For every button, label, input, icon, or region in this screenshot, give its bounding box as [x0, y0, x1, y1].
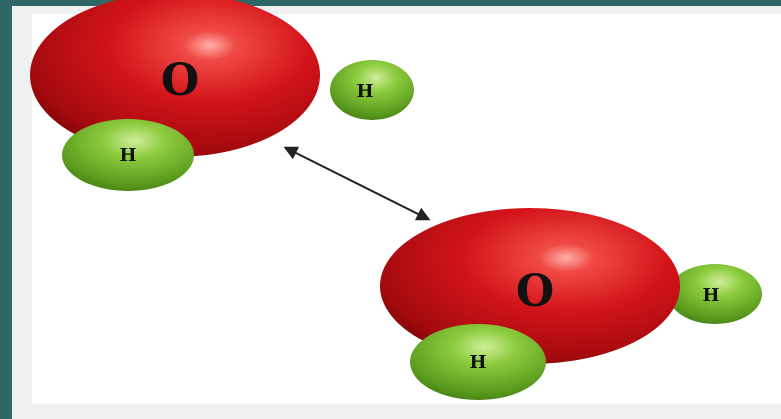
hydrogen-atom-2-right — [668, 264, 762, 324]
hydrogen-atom-2-bottom — [410, 324, 546, 400]
oxygen-atom-2 — [380, 208, 680, 364]
oxygen-atom-1 — [30, 0, 320, 157]
hydrogen-label-1-right: H — [356, 81, 373, 102]
hydrogen-atom-1-right — [330, 60, 414, 120]
double-headed-arrow — [283, 146, 431, 221]
hydrogen-label-1-bottom: H — [119, 145, 136, 166]
water-molecule-2: O H H — [380, 208, 762, 400]
oxygen-label-2: O — [516, 266, 554, 317]
hydrogen-label-2-right: H — [702, 285, 719, 306]
oxygen-label-1: O — [161, 55, 199, 106]
hydrogen-atom-1-bottom — [62, 119, 194, 191]
water-molecule-1: O H H — [30, 0, 414, 191]
hydrogen-label-2-bottom: H — [469, 352, 486, 373]
